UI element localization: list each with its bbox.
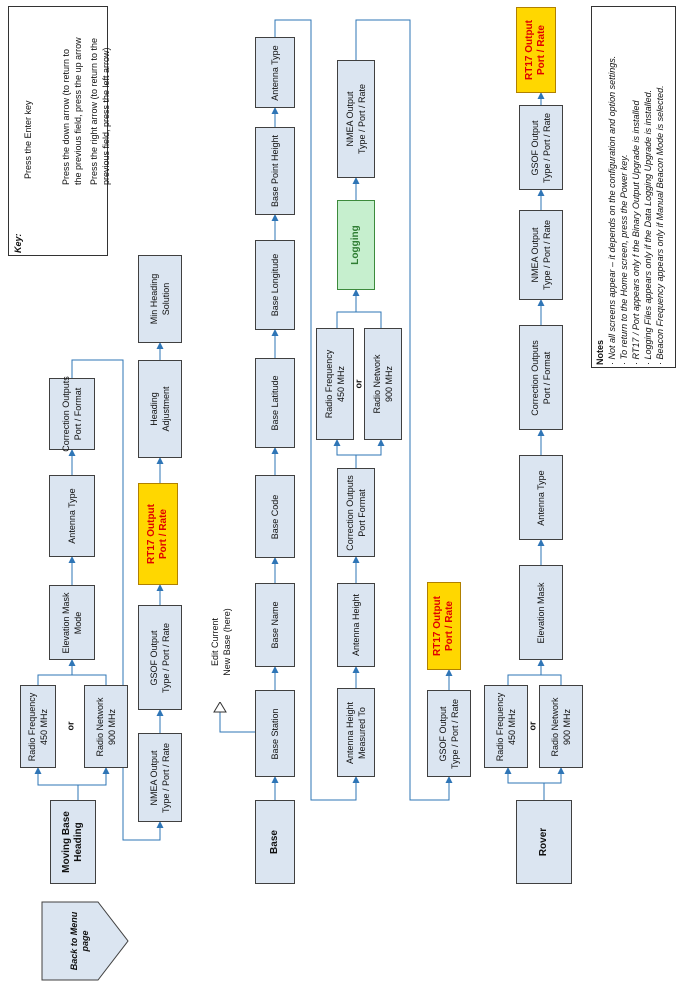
back-to-menu-label[interactable]: Back to Menu page — [69, 911, 90, 971]
notes-panel: Notes · Not all screens appear – it depe… — [591, 6, 676, 368]
note-line: · RT17 / Port appears only f the Binary … — [631, 100, 641, 365]
key-right-text-2: previous field, press the left arrow) — [101, 47, 111, 185]
key-title: Key: — [13, 233, 23, 253]
note-line: · To return to the Home screen, press th… — [619, 154, 629, 365]
note-line: · Not all screens appear – it depends on… — [607, 55, 617, 365]
back-to-menu-button[interactable] — [40, 900, 130, 982]
legend-key: Key: Press the Enter key Press the down … — [8, 6, 111, 256]
note-line: · Beacon Frequency appears only if Manua… — [655, 85, 665, 365]
key-right-text-1: Press the right arrow (to return to the — [89, 37, 99, 185]
base-point-height-box[interactable]: Base Point Height — [255, 127, 295, 215]
base-or-label: or — [353, 379, 364, 389]
base-name-box[interactable]: Base Name — [255, 583, 295, 667]
base-logging-box[interactable]: Logging — [337, 200, 375, 290]
key-down-text-2: the previous field, press the up arrow — [73, 37, 83, 185]
mb-antenna-type-box[interactable]: Antenna Type — [49, 475, 95, 557]
base-longitude-box[interactable]: Base Longitude — [255, 240, 295, 330]
key-down-text-1: Press the down arrow (to return to — [61, 48, 71, 185]
base-latitude-box[interactable]: Base Latitude — [255, 358, 295, 448]
base-code-box[interactable]: Base Code — [255, 475, 295, 558]
rover-or-label: or — [527, 721, 538, 731]
base-start[interactable]: Base — [255, 800, 295, 884]
base-antenna-type-box[interactable]: Antenna Type — [255, 37, 295, 108]
note-line: · Logging Files appears only if the Data… — [643, 89, 653, 365]
rover-elevation-mask-box[interactable]: Elevation Mask — [519, 565, 563, 660]
rover-start[interactable]: Rover — [516, 800, 572, 884]
rover-antenna-type-box[interactable]: Antenna Type — [519, 455, 563, 540]
base-station-box[interactable]: Base Station — [255, 690, 295, 777]
key-enter-text: Press the Enter key — [23, 100, 33, 179]
notes-title: Notes — [595, 339, 605, 365]
base-antenna-height-box[interactable]: Antenna Height — [337, 583, 375, 667]
mb-or-label: or — [65, 721, 76, 731]
